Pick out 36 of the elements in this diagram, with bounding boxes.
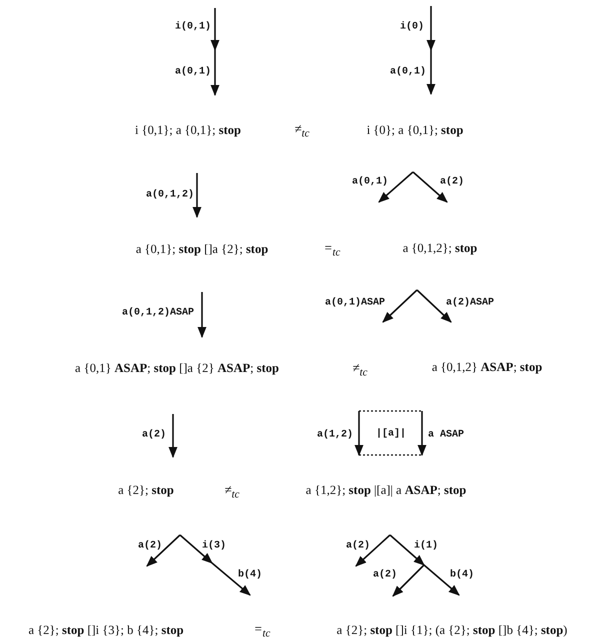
process-expression: a {2}; stop	[118, 484, 174, 498]
transition-label: a(0,1,2)	[146, 190, 194, 200]
process-expression: a {2}; stop []i {1}; (a {2}; stop []b {4}; stop)	[336, 624, 568, 638]
transition-label: a(2)	[373, 570, 397, 580]
transition-label: a(0,1)	[390, 66, 426, 78]
equivalence-relation: ≠$_{tc}$	[352, 360, 368, 380]
process-expression: a {0,1,2} ASAP; stop	[432, 361, 542, 375]
transition-label: a(2)	[138, 540, 162, 552]
process-expression: i {0,1}; a {0,1}; stop	[135, 124, 241, 138]
process-expression: a {1,2}; stop |[a]| a ASAP; stop	[306, 484, 466, 498]
transition-label: i(0,1)	[175, 22, 211, 32]
transition-label: i(3)	[202, 540, 226, 552]
transition-label: b(4)	[238, 570, 262, 580]
transition-label: a(2)ASAP	[446, 298, 494, 308]
equivalence-relation: =$_{tc}$	[254, 622, 270, 640]
transition-label: i(0)	[400, 22, 424, 32]
transition-label: a(0,1,2)ASAP	[122, 308, 194, 318]
process-expression: a {0,1}; stop []a {2}; stop	[136, 243, 268, 257]
transition-label: a(1,2)	[317, 430, 353, 440]
equivalence-relation: ≠$_{tc}$	[224, 482, 240, 502]
transition-label: a(2)	[440, 176, 464, 188]
transition-label: a(0,1)	[175, 66, 211, 78]
transition-label: b(4)	[450, 570, 474, 580]
process-expression: i {0}; a {0,1}; stop	[366, 124, 464, 138]
transition-label: a(2)	[142, 430, 166, 440]
transition-label: a(0,1)	[352, 176, 388, 188]
process-expression: a {2}; stop []i {3}; b {4}; stop	[28, 624, 184, 638]
process-expression: a {0,1} ASAP; stop []a {2} ASAP; stop	[75, 362, 279, 376]
transition-label: a ASAP	[428, 430, 464, 440]
equivalence-relation: ≠$_{tc}$	[294, 122, 310, 140]
transition-label: a(2)	[346, 540, 370, 552]
transition-label: i(1)	[414, 540, 438, 552]
process-expression: a {0,1,2}; stop	[402, 242, 478, 256]
transition-label: |[a]|	[376, 428, 406, 440]
equivalence-relation: =$_{tc}$	[324, 240, 340, 260]
transition-label: a(0,1)ASAP	[325, 298, 385, 308]
